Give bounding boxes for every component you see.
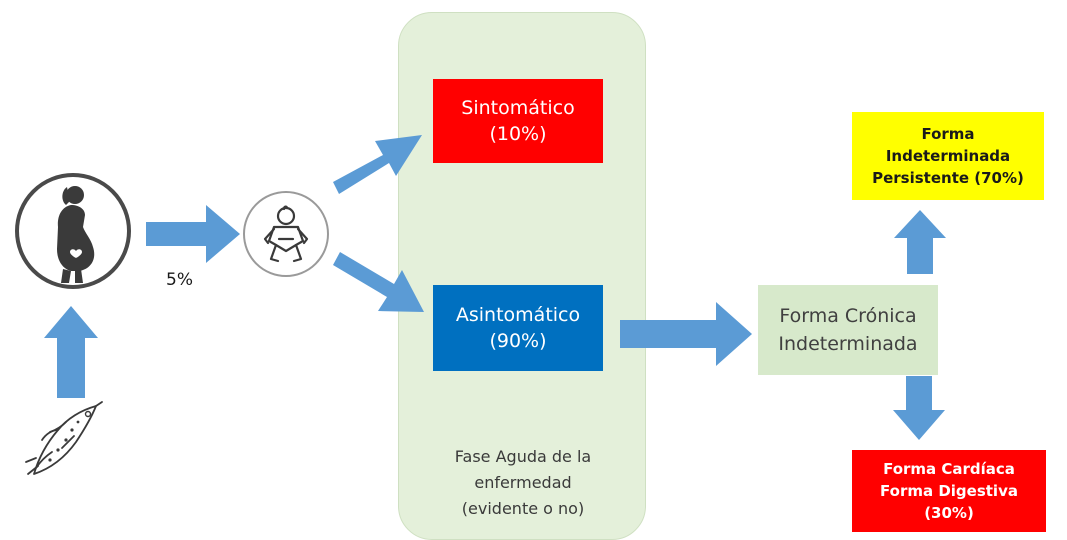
forma-persistente-line: Indeterminada (885, 147, 1011, 165)
acute-phase-caption-line: Fase Aguda de la (454, 447, 592, 466)
transmission-percent-label: 5% (166, 270, 193, 290)
forma-cardiaca-percent: (30%) (924, 504, 974, 522)
forma-persistente-line: Persistente (70%) (872, 169, 1024, 187)
acute-phase-caption-line: (evidente o no) (461, 499, 585, 518)
forma-cronica-line: Indeterminada (778, 333, 918, 355)
asintomatico-box: Asintomático (90%) (433, 285, 603, 371)
sintomatico-label: Sintomático (461, 97, 575, 119)
forma-cronica-box: Forma Crónica Indeterminada (758, 285, 938, 375)
pregnant-woman-icon (13, 171, 133, 291)
arrow-cronica-to-persistente (894, 210, 946, 274)
asintomatico-label: Asintomático (455, 304, 581, 326)
forma-persistente-box: Forma Indeterminada Persistente (70%) (852, 112, 1044, 200)
triatomine-bug-icon (22, 400, 106, 480)
arrow-baby-to-sintomatico (333, 135, 422, 194)
asintomatico-percent: (90%) (489, 330, 547, 352)
arrow-mother-to-baby (146, 205, 240, 263)
arrow-vector-to-mother (44, 306, 98, 398)
sintomatico-box: Sintomático (10%) (433, 79, 603, 163)
forma-cardiaca-box: Forma Cardíaca Forma Digestiva (30%) (852, 450, 1046, 532)
acute-phase-caption: Fase Aguda de la enfermedad (evidente o … (405, 444, 641, 522)
arrow-baby-to-asintomatico (333, 252, 424, 312)
forma-digestiva-line: Forma Digestiva (880, 482, 1018, 500)
forma-cronica-line: Forma Crónica (779, 305, 917, 327)
forma-cardiaca-line: Forma Cardíaca (883, 460, 1015, 478)
arrow-cronica-to-cardiaca (893, 376, 945, 440)
forma-persistente-line: Forma (921, 125, 975, 143)
sintomatico-percent: (10%) (489, 123, 547, 145)
baby-icon (241, 189, 331, 279)
arrow-asintomatico-to-cronica (620, 302, 752, 366)
acute-phase-caption-line: enfermedad (474, 473, 572, 492)
